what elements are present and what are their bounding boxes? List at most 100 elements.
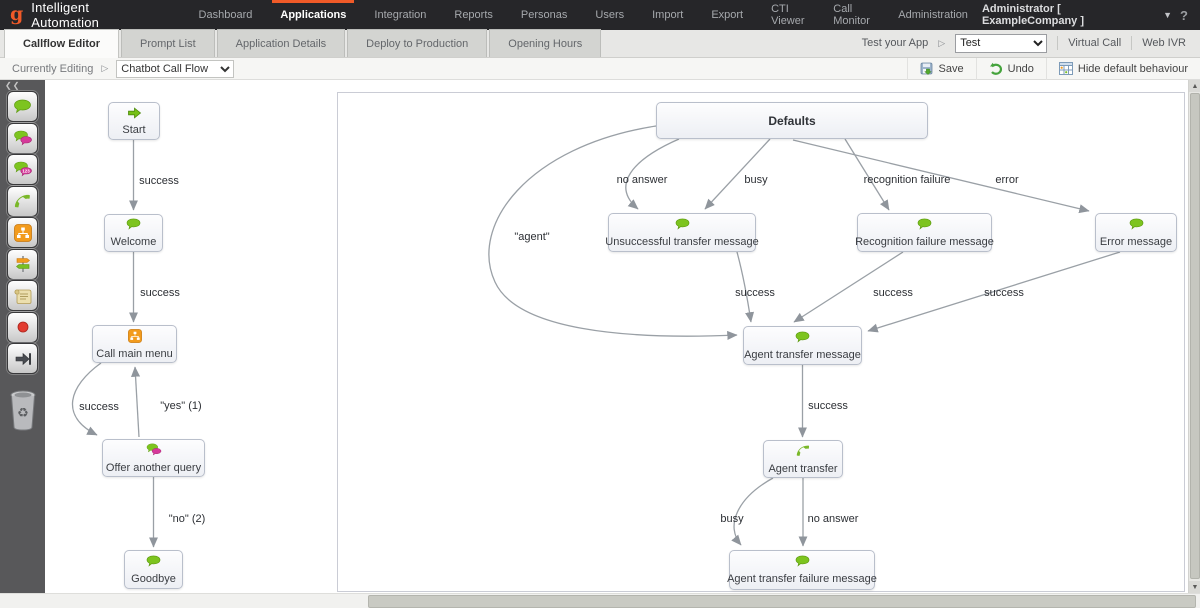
main-menu: Dashboard Applications Integration Repor…: [185, 0, 982, 30]
node-agent-transfer-message[interactable]: Agent transfer message: [743, 326, 862, 365]
save-button[interactable]: Save: [906, 57, 976, 80]
edge-label: "no" (2): [168, 513, 206, 525]
node-call-main-menu[interactable]: Call main menu: [92, 325, 177, 363]
tool-call-transfer[interactable]: [7, 185, 38, 217]
nav-item-personas[interactable]: Personas: [520, 9, 568, 21]
currently-editing-label: Currently Editing: [12, 62, 94, 75]
tool-script[interactable]: [7, 280, 38, 311]
edge-label: success: [139, 175, 179, 187]
tab-callflow-editor[interactable]: Callflow Editor: [4, 29, 119, 58]
number-bubble-icon: 123: [13, 161, 32, 177]
start-arrow-icon: [127, 106, 142, 122]
collapse-palette-icon[interactable]: ❮❮: [5, 81, 21, 90]
node-unsuccessful-transfer-message[interactable]: Unsuccessful transfer message: [605, 213, 759, 252]
menu-sitemap-icon: [13, 223, 32, 242]
tool-message[interactable]: [7, 91, 38, 122]
node-palette: ❮❮ 123: [0, 80, 45, 593]
palette-tools: 123: [7, 91, 38, 375]
user-menu[interactable]: Administrator [ ExampleCompany ]: [981, 3, 1085, 27]
horizontal-scrollbar[interactable]: [0, 593, 1200, 608]
phone-icon: [14, 194, 30, 207]
double-bubble-icon: [13, 130, 32, 145]
node-recognition-failure-message[interactable]: Recognition failure message: [855, 213, 994, 252]
node-error-message[interactable]: Error message: [1095, 213, 1177, 252]
undo-label: Undo: [1007, 62, 1034, 75]
script-scroll-icon: [14, 289, 31, 304]
node-goodbye[interactable]: Goodbye: [124, 550, 183, 589]
tabs: Callflow Editor Prompt List Application …: [0, 29, 603, 58]
edge-label: "yes" (1): [160, 400, 202, 412]
test-app-select[interactable]: Test: [955, 33, 1048, 53]
nav-item-users[interactable]: Users: [595, 9, 625, 21]
nav-item-dashboard[interactable]: Dashboard: [198, 9, 253, 21]
node-label: Welcome: [110, 236, 157, 248]
tool-multiple-choice[interactable]: [7, 122, 38, 154]
edge-label: no answer: [616, 174, 668, 186]
node-agent-transfer[interactable]: Agent transfer: [763, 440, 843, 478]
nav-item-applications[interactable]: Applications: [266, 0, 360, 30]
node-welcome[interactable]: Welcome: [104, 214, 163, 252]
tab-deploy-to-production[interactable]: Deploy to Production: [347, 29, 488, 57]
phone-icon: [796, 444, 810, 461]
tool-exit[interactable]: [7, 343, 38, 374]
nav-item-administration[interactable]: Administration: [898, 9, 968, 21]
save-icon: [920, 62, 934, 76]
application-tabbar: Callflow Editor Prompt List Application …: [0, 29, 1200, 58]
vertical-scrollbar[interactable]: ▲ ▼: [1188, 80, 1200, 593]
edge-label: recognition failure: [863, 174, 951, 186]
scroll-down-icon[interactable]: ▼: [1189, 581, 1200, 593]
node-label: Call main menu: [96, 347, 173, 360]
nav-item-cti-viewer[interactable]: CTI Viewer: [771, 3, 805, 27]
node-label: Recognition failure message: [855, 235, 994, 248]
nav-item-call-monitor[interactable]: Call Monitor: [833, 3, 870, 27]
hide-default-behaviour-button[interactable]: Hide default behaviour: [1045, 57, 1200, 80]
edge-label: success: [873, 287, 913, 299]
editor-toolbar: Currently Editing ▷ Chatbot Call Flow Sa…: [0, 57, 1200, 80]
scroll-up-icon[interactable]: ▲: [1189, 80, 1200, 92]
trash-can[interactable]: ♻: [8, 389, 38, 436]
virtual-call-link[interactable]: Virtual Call: [1068, 37, 1122, 49]
node-label: Error message: [1099, 235, 1173, 248]
edge-label: "agent": [514, 231, 550, 243]
tool-numeric-input[interactable]: 123: [7, 154, 38, 185]
horizontal-scroll-thumb[interactable]: [368, 595, 1196, 608]
tool-decision[interactable]: [7, 248, 38, 280]
nav-item-export[interactable]: Export: [711, 9, 744, 21]
node-agent-transfer-failure-message[interactable]: Agent transfer failure message: [727, 550, 877, 590]
node-defaults[interactable]: Defaults: [656, 102, 928, 139]
callflow-canvas[interactable]: success success success "yes" (1) "no" (…: [45, 80, 1188, 593]
edge-label: success: [79, 401, 119, 413]
top-navbar: g Intelligent Automation Dashboard Appli…: [0, 0, 1200, 30]
nav-item-reports[interactable]: Reports: [454, 9, 493, 21]
node-label: Agent transfer: [768, 462, 838, 475]
svg-text:123: 123: [22, 169, 30, 174]
tab-prompt-list[interactable]: Prompt List: [121, 29, 215, 57]
tool-menu[interactable]: [7, 217, 38, 248]
node-label: Start: [122, 123, 146, 136]
edge-label: success: [984, 287, 1024, 299]
callflow-select[interactable]: Chatbot Call Flow: [116, 59, 235, 78]
tab-opening-hours[interactable]: Opening Hours: [489, 29, 602, 57]
node-offer-another-query[interactable]: Offer another query: [102, 439, 205, 477]
record-dot-icon: [17, 321, 28, 333]
message-bubble-icon: [1129, 218, 1144, 234]
tab-application-details[interactable]: Application Details: [216, 29, 346, 57]
chevron-down-icon[interactable]: ▼: [1163, 10, 1173, 20]
toolbar-actions: Save Undo Hide default behaviour: [906, 57, 1200, 80]
tool-record[interactable]: [7, 311, 38, 343]
vertical-scroll-thumb[interactable]: [1190, 93, 1200, 579]
nav-item-import[interactable]: Import: [652, 9, 684, 21]
undo-button[interactable]: Undo: [975, 57, 1046, 80]
help-icon[interactable]: ?: [1180, 7, 1188, 23]
message-bubble-icon: [795, 331, 810, 347]
edge-label: success: [808, 400, 848, 412]
edge-label: no answer: [807, 513, 859, 525]
edge-label: success: [140, 287, 180, 299]
node-start[interactable]: Start: [108, 102, 160, 140]
message-bubble-icon: [146, 555, 161, 571]
web-ivr-link[interactable]: Web IVR: [1142, 37, 1186, 49]
triangle-right-icon: ▷: [101, 63, 109, 73]
edge-label: error: [995, 174, 1019, 186]
nav-item-integration[interactable]: Integration: [374, 9, 427, 21]
trash-icon: ♻: [10, 390, 35, 431]
